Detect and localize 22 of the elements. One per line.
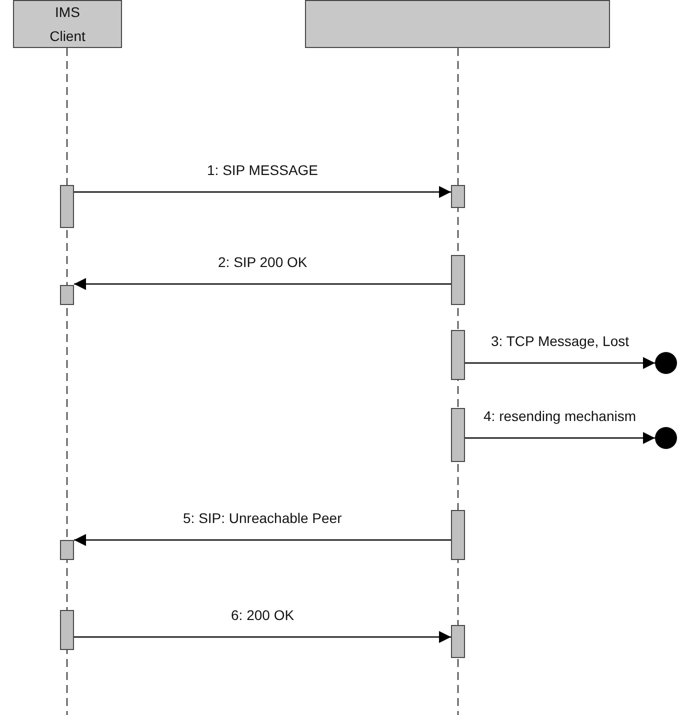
lifeline-head: IMS Client: [13, 0, 122, 48]
activation-bar: [451, 255, 465, 305]
activation-bar: [451, 625, 465, 658]
activation-bar: [451, 330, 465, 380]
activation-bar: [60, 285, 74, 305]
activation-bar: [451, 510, 465, 560]
activation-bar: [451, 185, 465, 208]
message-arrow: [74, 631, 451, 643]
message-arrow: [74, 534, 451, 546]
lost-message-endpoint: [655, 427, 677, 449]
lost-message-endpoint: [655, 352, 677, 374]
lifeline-head: [305, 0, 610, 48]
activation-bar: [451, 408, 465, 462]
message-arrow: [74, 186, 451, 198]
message-label: 3: TCP Message, Lost: [489, 333, 631, 350]
message-arrow: [465, 432, 655, 444]
message-label: 4: resending mechanism: [482, 408, 638, 425]
message-arrow: [465, 357, 655, 369]
activation-bar: [60, 610, 74, 650]
message-arrow: [74, 278, 451, 290]
activation-bar: [60, 540, 74, 560]
activation-bar: [60, 185, 74, 228]
